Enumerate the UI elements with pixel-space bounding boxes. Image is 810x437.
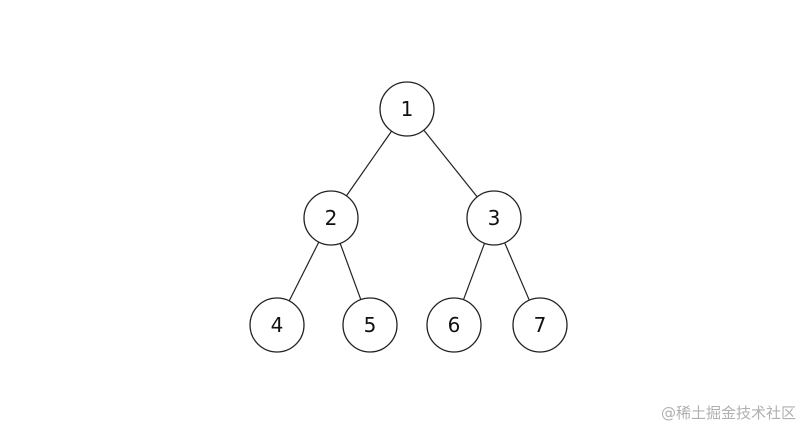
node-label: 3 <box>488 206 501 230</box>
tree-node-4: 4 <box>249 297 305 353</box>
tree-node-3: 3 <box>466 190 522 246</box>
node-label: 1 <box>401 97 414 121</box>
node-circle <box>342 297 398 353</box>
edge-n2-n4 <box>288 241 320 302</box>
edge-n3-n6 <box>462 243 486 300</box>
node-label: 7 <box>534 313 547 337</box>
node-circle <box>426 297 482 353</box>
edge-n3-n7 <box>504 242 530 301</box>
node-circle <box>512 297 568 353</box>
tree-node-7: 7 <box>512 297 568 353</box>
node-circle <box>249 297 305 353</box>
node-circle <box>379 81 435 137</box>
edge-n1-n2 <box>345 130 393 197</box>
node-circle <box>303 190 359 246</box>
node-label: 4 <box>271 313 284 337</box>
tree-node-1: 1 <box>379 81 435 137</box>
edge-n2-n5 <box>339 243 362 300</box>
edge-n1-n3 <box>423 129 478 198</box>
tree-edges <box>288 129 530 302</box>
watermark: @稀土掘金技术社区 <box>660 404 796 422</box>
node-label: 5 <box>364 313 377 337</box>
tree-node-5: 5 <box>342 297 398 353</box>
node-label: 6 <box>448 313 461 337</box>
node-circle <box>466 190 522 246</box>
tree-nodes: 1 2 3 4 5 6 7 <box>249 81 568 353</box>
tree-node-2: 2 <box>303 190 359 246</box>
tree-node-6: 6 <box>426 297 482 353</box>
node-label: 2 <box>325 206 338 230</box>
